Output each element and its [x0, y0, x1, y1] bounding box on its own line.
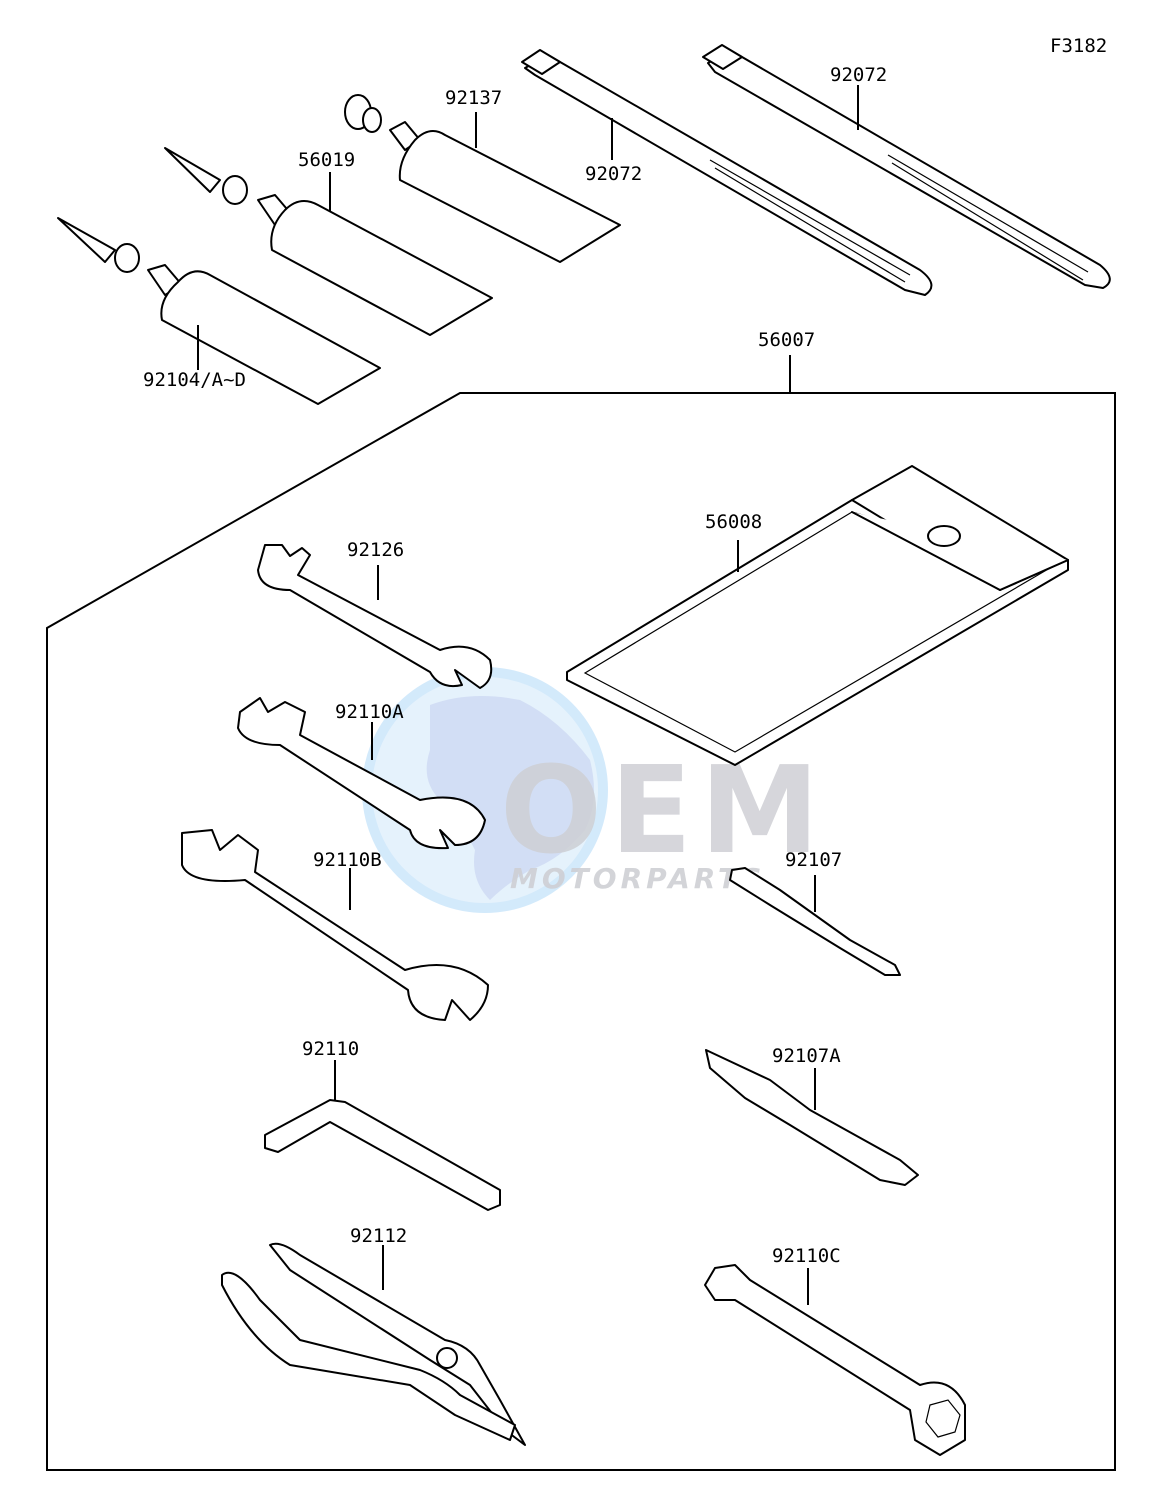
- sealant-tube-92104: [57, 217, 381, 405]
- label-tie-wrap-b: 92072: [830, 64, 887, 86]
- sealant-tube-92137: [344, 94, 621, 263]
- figure-code: F3182: [1050, 35, 1107, 57]
- tie-wrap-b: [702, 44, 1111, 289]
- label-wrench-92110b: 92110B: [313, 849, 382, 871]
- hex-key-92110: [264, 1060, 501, 1211]
- wrench-92126: [257, 544, 493, 689]
- label-box-wrench: 92110C: [772, 1245, 841, 1267]
- watermark-brand: OEM: [500, 742, 827, 881]
- screwdriver-92107: [729, 867, 901, 976]
- label-hex-key: 92110: [302, 1038, 359, 1060]
- label-sealant-92104: 92104/A~D: [143, 369, 246, 391]
- watermark: OEM MOTORPARTS: [362, 667, 827, 913]
- label-wrench-92126: 92126: [347, 539, 404, 561]
- wrench-92110b: [181, 829, 489, 1021]
- label-tie-wrap-a: 92072: [585, 163, 642, 185]
- tool-bag-56008: [566, 465, 1069, 766]
- watermark-subtext: MOTORPARTS: [510, 862, 765, 895]
- label-56007: 56007: [758, 329, 815, 351]
- screwdriver-92107a: [705, 1049, 919, 1186]
- label-sealant-92137: 92137: [445, 87, 502, 109]
- tool-kit-outline: [46, 392, 1116, 1471]
- sealant-tube-56019: [164, 147, 493, 336]
- label-pliers: 92112: [350, 1225, 407, 1247]
- box-wrench-92110c: [704, 1264, 966, 1456]
- label-tool-bag: 56008: [705, 511, 762, 533]
- label-screwdriver-92107a: 92107A: [772, 1045, 841, 1067]
- label-screwdriver-92107: 92107: [785, 849, 842, 871]
- tie-wrap-a: [521, 49, 933, 296]
- label-sealant-56019: 56019: [298, 149, 355, 171]
- label-wrench-92110a: 92110A: [335, 701, 404, 723]
- wrench-92110a: [237, 697, 486, 850]
- pliers-92112: [221, 1242, 526, 1446]
